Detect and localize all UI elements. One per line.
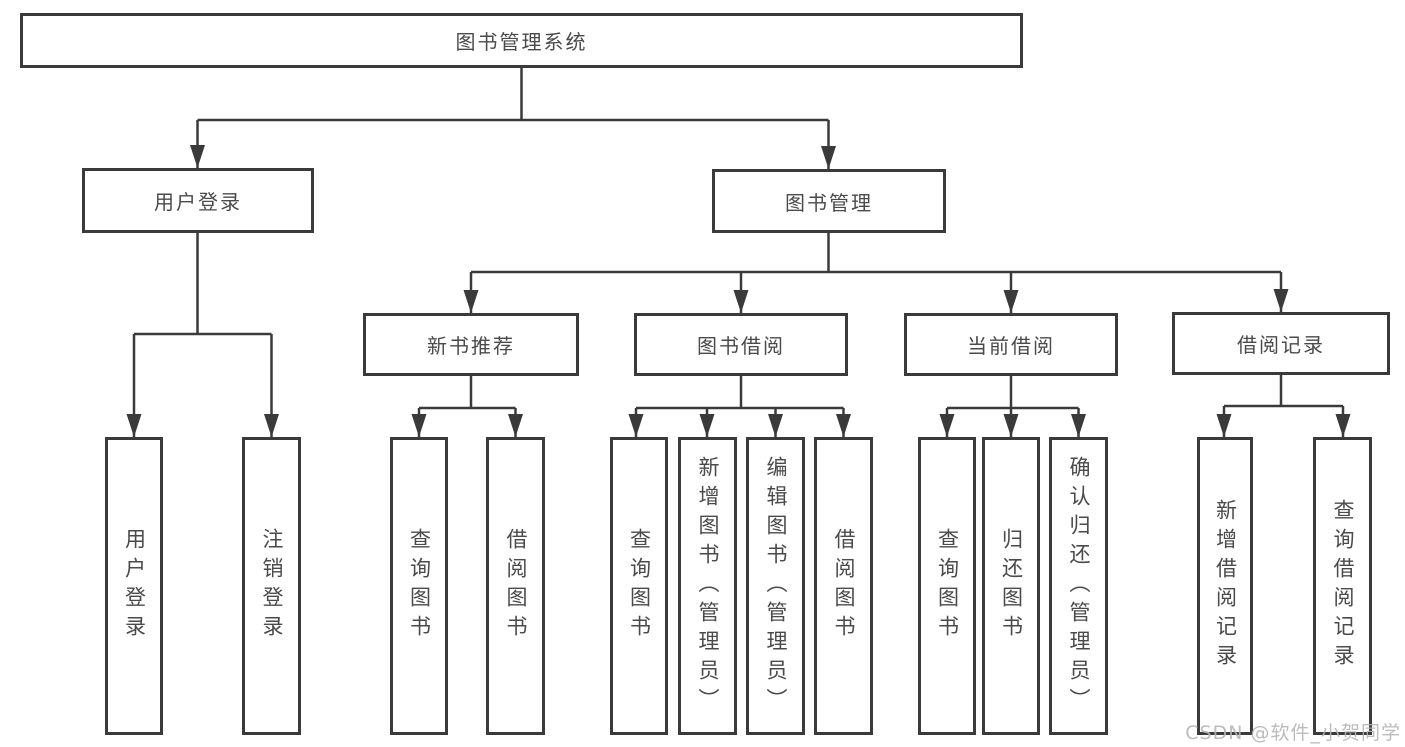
node-leaf-borrow-books: 借阅图书 bbox=[814, 437, 873, 735]
node-library-management-system: 图书管理系统 bbox=[20, 13, 1023, 68]
node-leaf-confirm-return-admin: 确认归还（管理员） bbox=[1049, 437, 1108, 735]
node-leaf-edit-books-admin: 编辑图书（管理员） bbox=[746, 437, 805, 735]
node-leaf-query-books-borrowing: 查询图书 bbox=[610, 437, 668, 735]
node-book-borrowing: 图书借阅 bbox=[634, 313, 848, 376]
node-leaf-add-borrow-record: 新增借阅记录 bbox=[1197, 437, 1253, 735]
node-leaf-query-books-current: 查询图书 bbox=[918, 437, 976, 735]
node-leaf-query-borrow-record: 查询借阅记录 bbox=[1313, 437, 1372, 735]
csdn-watermark: CSDN @软件_小贺同学 bbox=[1185, 722, 1401, 744]
node-leaf-logout-action: 注销登录 bbox=[242, 437, 301, 735]
node-book-management: 图书管理 bbox=[712, 169, 946, 233]
node-leaf-borrow-books-recommend: 借阅图书 bbox=[486, 437, 545, 735]
node-new-book-recommend: 新书推荐 bbox=[363, 313, 579, 376]
node-leaf-add-books-admin: 新增图书（管理员） bbox=[678, 437, 737, 735]
node-leaf-user-login-action: 用户登录 bbox=[105, 437, 163, 735]
node-leaf-return-books: 归还图书 bbox=[982, 437, 1040, 735]
node-current-borrowing: 当前借阅 bbox=[904, 313, 1118, 376]
node-leaf-query-books-recommend: 查询图书 bbox=[390, 437, 448, 735]
node-user-login: 用户登录 bbox=[82, 168, 314, 233]
node-borrowing-records: 借阅记录 bbox=[1172, 312, 1390, 375]
